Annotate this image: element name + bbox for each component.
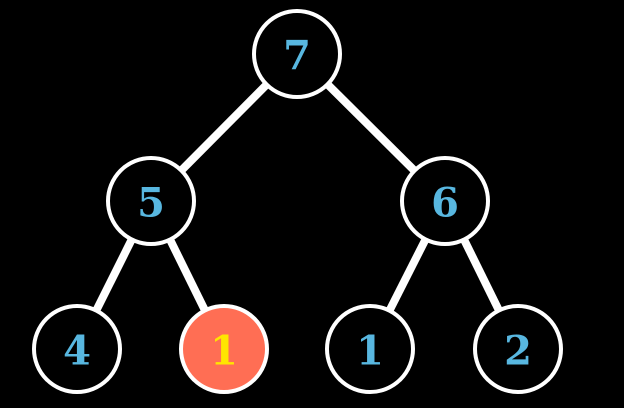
- tree-node-label: 7: [283, 33, 311, 80]
- tree-node-circle: [32, 304, 122, 394]
- tree-node: 5: [106, 156, 196, 246]
- tree-node: 1: [325, 304, 415, 394]
- tree-node-label: 6: [431, 180, 459, 227]
- tree-node-label: 1: [210, 328, 238, 375]
- tree-node-circle: [325, 304, 415, 394]
- tree-node-circle: [106, 156, 196, 246]
- tree-node: 2: [473, 304, 563, 394]
- tree-node-circle: [473, 304, 563, 394]
- tree-node: 4: [32, 304, 122, 394]
- tree-node-circle: [252, 9, 342, 99]
- tree-node: 7: [252, 9, 342, 99]
- tree-node-label: 1: [356, 328, 384, 375]
- tree-nodes: 7 5 6 4 1 1 2: [32, 9, 563, 394]
- tree-node-circle: [179, 304, 269, 394]
- tree-node-label: 4: [63, 328, 91, 375]
- tree-node-label: 2: [504, 328, 532, 375]
- tree-node: 6: [400, 156, 490, 246]
- tree-node-circle: [400, 156, 490, 246]
- tree-node-label: 5: [137, 180, 165, 227]
- tree-node-highlighted: 1: [179, 304, 269, 394]
